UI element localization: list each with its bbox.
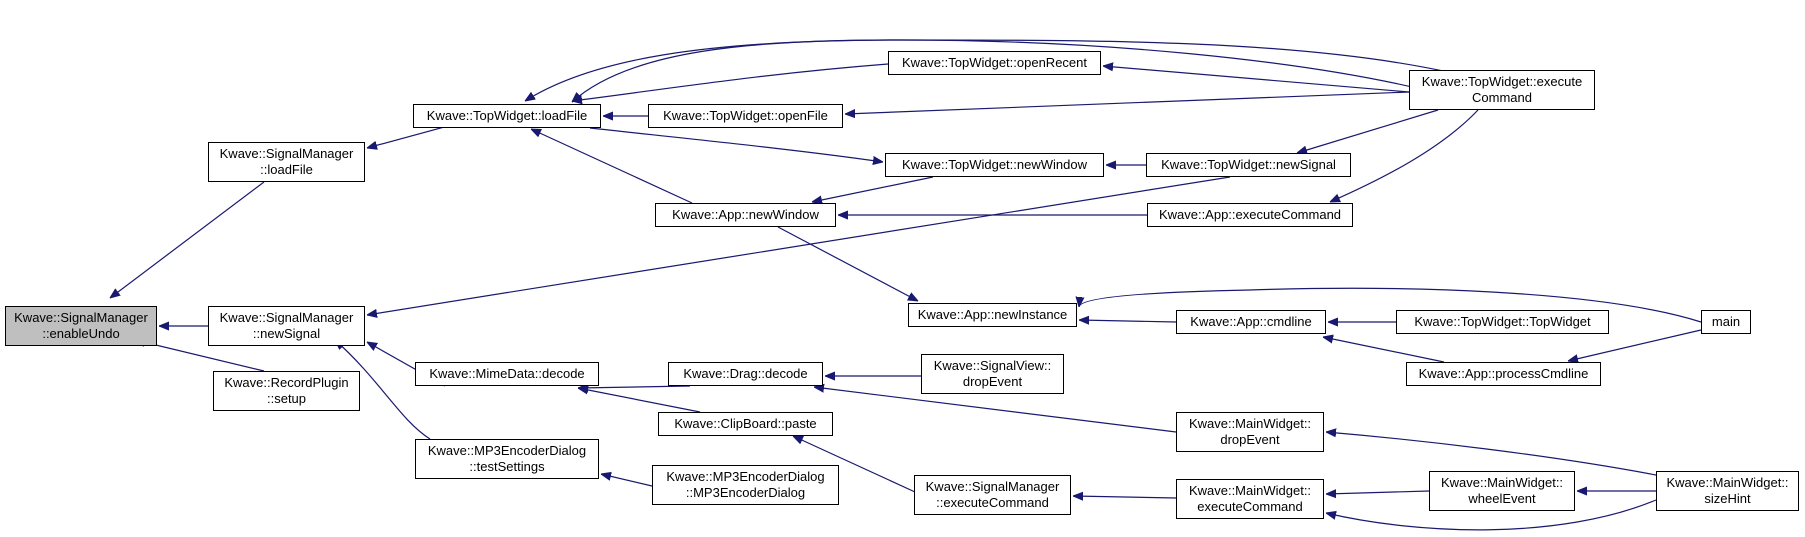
call-edge-tw_newWindow-to-app_newWindow	[812, 176, 934, 202]
node-label-line: ::newSignal	[252, 326, 321, 341]
call-edge-tw_execCmd-to-tw_loadFile	[525, 39, 1426, 101]
call-edge-mw_sizeHint-to-mw_execCmd	[1326, 499, 1657, 531]
node-topwidget-loadfile[interactable]: Kwave::TopWidget::loadFile	[413, 104, 601, 128]
node-label-line: sizeHint	[1704, 491, 1751, 506]
node-label-line: dropEvent	[1220, 432, 1280, 447]
node-topwidget-ctor[interactable]: Kwave::TopWidget::TopWidget	[1396, 310, 1609, 334]
call-edge-app_newWindow-to-tw_loadFile	[531, 129, 693, 204]
node-mp3encoderdialog-testsettings[interactable]: Kwave::MP3EncoderDialog ::testSettings	[415, 439, 599, 479]
call-edge-main-to-app_newInstance	[1079, 287, 1702, 323]
call-edge-tw_execCmd-to-tw_openFile	[845, 91, 1410, 114]
call-edge-app_newWindow-to-app_newInstance	[777, 226, 918, 301]
node-label-line: Kwave::MP3EncoderDialog	[666, 469, 825, 484]
call-edge-tw_openRecent-to-tw_loadFile	[572, 63, 889, 101]
node-main[interactable]: main	[1701, 310, 1751, 334]
call-edge-mw_sizeHint-to-mw_dropEvent	[1326, 432, 1657, 476]
node-label-line: Command	[1472, 90, 1532, 105]
call-edge-app_cmdline-to-app_newInstance	[1079, 320, 1177, 322]
node-label-line: ::loadFile	[260, 162, 313, 177]
node-mainwidget-sizehint[interactable]: Kwave::MainWidget:: sizeHint	[1656, 471, 1799, 511]
node-label-line: ::executeCommand	[936, 495, 1049, 510]
node-label-line: Kwave::TopWidget::openRecent	[902, 55, 1087, 70]
node-topwidget-newsignal[interactable]: Kwave::TopWidget::newSignal	[1146, 153, 1351, 177]
call-edge-sm_loadFile-to-enableUndo	[110, 181, 265, 298]
node-label-line: Kwave::App::processCmdline	[1418, 366, 1589, 381]
node-label-line: ::MP3EncoderDialog	[685, 485, 806, 500]
node-label-line: Kwave::TopWidget::execute	[1421, 74, 1583, 89]
node-label-line: wheelEvent	[1468, 491, 1536, 506]
call-edge-tw_loadFile-to-tw_newWindow	[589, 127, 883, 162]
node-signalmanager-enableundo[interactable]: Kwave::SignalManager ::enableUndo	[5, 306, 157, 346]
call-edge-tw_loadFile-to-sm_loadFile	[367, 125, 449, 148]
node-label-line: Kwave::MP3EncoderDialog	[427, 443, 587, 458]
call-edge-main-to-app_processCmdline	[1568, 329, 1702, 361]
node-label-line: Kwave::MimeData::decode	[429, 366, 585, 381]
node-label-line: Kwave::SignalManager	[925, 479, 1060, 494]
call-edge-clip_paste-to-mime_decode	[578, 388, 701, 413]
node-mainwidget-dropevent[interactable]: Kwave::MainWidget:: dropEvent	[1176, 412, 1324, 452]
call-edge-mw_execCmd-to-sm_execCmd	[1073, 496, 1177, 498]
node-mp3encoderdialog-ctor[interactable]: Kwave::MP3EncoderDialog ::MP3EncoderDial…	[652, 465, 839, 505]
call-edge-app_processCmdline-to-app_cmdline	[1323, 337, 1445, 363]
node-label-line: Kwave::TopWidget::loadFile	[426, 108, 588, 123]
node-label-line: ::enableUndo	[42, 326, 120, 341]
call-edge-mp3_testSettings-to-sm_newSignal	[335, 340, 431, 440]
node-signalmanager-loadfile[interactable]: Kwave::SignalManager ::loadFile	[208, 142, 365, 182]
node-label-line: ::testSettings	[469, 459, 545, 474]
node-app-cmdline[interactable]: Kwave::App::cmdline	[1176, 310, 1326, 334]
node-app-processcmdline[interactable]: Kwave::App::processCmdline	[1406, 362, 1601, 386]
node-app-newinstance[interactable]: Kwave::App::newInstance	[908, 303, 1077, 327]
call-edge-drag_decode-to-mime_decode	[578, 386, 691, 388]
node-label-line: Kwave::MainWidget::	[1188, 483, 1312, 498]
node-mainwidget-executecommand[interactable]: Kwave::MainWidget:: executeCommand	[1176, 479, 1324, 519]
node-label-line: Kwave::App::cmdline	[1190, 314, 1312, 329]
node-recordplugin-setup[interactable]: Kwave::RecordPlugin ::setup	[213, 371, 360, 411]
node-app-newwindow[interactable]: Kwave::App::newWindow	[655, 203, 836, 227]
node-app-executecommand[interactable]: Kwave::App::executeCommand	[1147, 203, 1353, 227]
node-label-line: Kwave::SignalManager	[219, 310, 354, 325]
node-topwidget-newwindow[interactable]: Kwave::TopWidget::newWindow	[885, 153, 1104, 177]
node-label-line: Kwave::SignalManager	[219, 146, 354, 161]
node-label-line: Kwave::TopWidget::openFile	[663, 108, 828, 123]
node-label-line: dropEvent	[962, 374, 1023, 389]
node-label-line: Kwave::MainWidget::	[1188, 416, 1312, 431]
call-edge-tw_execCmd-to-tw_openRecent	[1103, 66, 1410, 93]
node-label-line: ::setup	[266, 391, 307, 406]
node-clipboard-paste[interactable]: Kwave::ClipBoard::paste	[658, 412, 833, 436]
node-mainwidget-wheelevent[interactable]: Kwave::MainWidget:: wheelEvent	[1429, 471, 1575, 511]
node-label-line: Kwave::App::newInstance	[917, 307, 1068, 322]
call-edge-sm_execCmd-to-clip_paste	[793, 436, 916, 493]
node-mimedata-decode[interactable]: Kwave::MimeData::decode	[415, 362, 599, 386]
node-label-line: main	[1711, 314, 1741, 329]
node-signalview-dropevent[interactable]: Kwave::SignalView:: dropEvent	[921, 354, 1064, 394]
node-label-line: Kwave::ClipBoard::paste	[674, 416, 817, 431]
call-edge-tw_execCmd-to-tw_newSignal	[1297, 109, 1439, 153]
node-topwidget-openfile[interactable]: Kwave::TopWidget::openFile	[648, 104, 843, 128]
node-label-line: Kwave::RecordPlugin	[224, 375, 349, 390]
call-edge-mw_wheelEvent-to-mw_execCmd	[1326, 491, 1430, 494]
node-label-line: Kwave::TopWidget::newWindow	[902, 157, 1087, 172]
node-topwidget-openrecent[interactable]: Kwave::TopWidget::openRecent	[888, 51, 1101, 75]
node-signalmanager-newsignal[interactable]: Kwave::SignalManager ::newSignal	[208, 306, 365, 346]
node-label-line: Kwave::SignalManager	[14, 310, 148, 325]
node-drag-decode[interactable]: Kwave::Drag::decode	[668, 362, 823, 386]
call-edge-mw_dropEvent-to-drag_decode	[814, 387, 1177, 433]
node-label-line: Kwave::Drag::decode	[683, 366, 808, 381]
node-label-line: Kwave::TopWidget::newSignal	[1161, 157, 1336, 172]
call-edge-mp3_ctor-to-mp3_testSettings	[601, 474, 653, 487]
node-label-line: Kwave::App::executeCommand	[1158, 207, 1342, 222]
node-label-line: executeCommand	[1197, 499, 1303, 514]
node-signalmanager-executecommand[interactable]: Kwave::SignalManager ::executeCommand	[914, 475, 1071, 515]
node-label-line: Kwave::App::newWindow	[672, 207, 819, 222]
node-label-line: Kwave::TopWidget::TopWidget	[1414, 314, 1591, 329]
call-edge-tw_execCmd-to-app_execCmd	[1330, 109, 1479, 203]
node-label-line: Kwave::MainWidget::	[1666, 475, 1789, 490]
node-label-line: Kwave::MainWidget::	[1440, 475, 1564, 490]
call-edge-tw_newSignal-to-sm_newSignal	[367, 176, 1231, 315]
node-topwidget-executecommand[interactable]: Kwave::TopWidget::execute Command	[1409, 70, 1595, 110]
node-label-line: Kwave::SignalView::	[933, 358, 1052, 373]
